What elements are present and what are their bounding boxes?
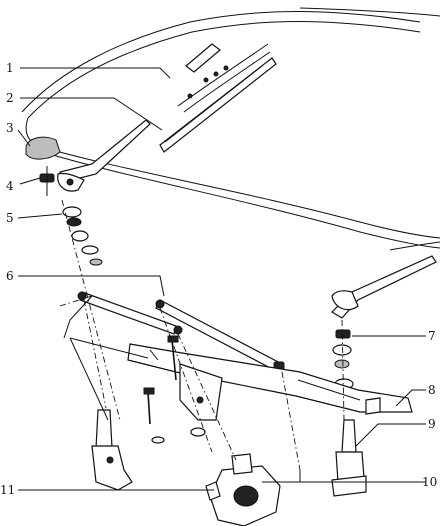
washers-part-5 bbox=[62, 206, 103, 266]
wiper-arm-left bbox=[57, 119, 151, 192]
callout-9: 9 bbox=[428, 417, 436, 431]
wiper-blade-left bbox=[159, 43, 277, 153]
callout-8: 8 bbox=[428, 383, 436, 397]
callout-4: 4 bbox=[6, 179, 14, 193]
windscreen-outline bbox=[21, 7, 440, 249]
leader-lines bbox=[17, 67, 426, 491]
callout-11: 11 bbox=[0, 483, 16, 497]
cap-part-3 bbox=[25, 136, 61, 160]
nut-part-4 bbox=[39, 166, 55, 196]
wiper-spindle-left bbox=[91, 409, 133, 491]
callout-6: 6 bbox=[6, 269, 14, 283]
wiper-motor-part-11 bbox=[205, 453, 281, 526]
callout-5: 5 bbox=[6, 211, 14, 225]
wiper-spindle-right-part-9 bbox=[331, 419, 367, 497]
assembly-lines bbox=[59, 199, 345, 471]
callout-7: 7 bbox=[428, 329, 436, 343]
mounting-frame-part-8 bbox=[127, 343, 413, 421]
bolts bbox=[143, 335, 206, 444]
callout-2: 2 bbox=[6, 91, 14, 105]
nut-and-washers-part-7 bbox=[332, 329, 354, 390]
callout-3: 3 bbox=[6, 121, 14, 135]
callout-10: 10 bbox=[422, 475, 438, 489]
callout-1: 1 bbox=[6, 61, 14, 75]
wiper-arm-right bbox=[331, 241, 440, 319]
linkage-rod-short-part-6 bbox=[77, 291, 183, 335]
